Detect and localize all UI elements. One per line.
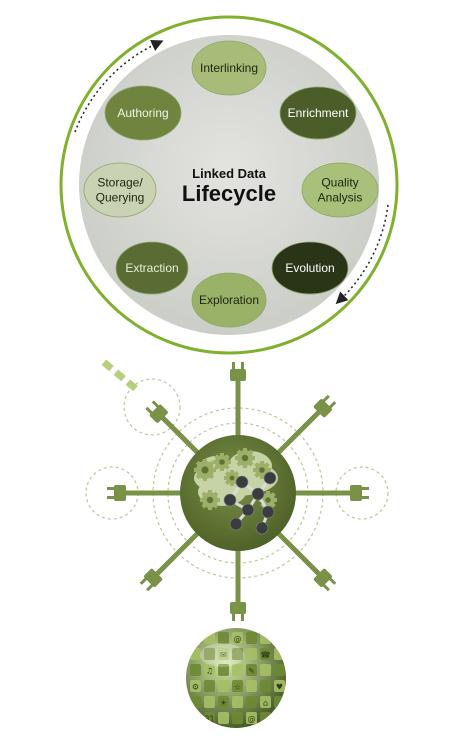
stage-authoring-label: Authoring [117, 106, 168, 120]
lifecycle-circle: Linked Data Lifecycle InterlinkingEnrich… [59, 15, 399, 355]
stage-quality-analysis-label: Analysis [318, 191, 363, 205]
globe-tile-glyph: ♥ [276, 683, 283, 692]
stage-interlinking-label: Interlinking [200, 61, 258, 75]
globe-tile-glyph: ⌂ [263, 699, 268, 708]
plug-left-icon [107, 485, 126, 501]
stage-authoring-bubble [104, 85, 182, 141]
plug-bottom-right-icon [313, 568, 337, 592]
app-globe: 31 @ M ✉ ☎ ♫ ✎ ⚙ ☆ ♥ ☀ ⌂ 31 @ [186, 628, 286, 728]
globe-tile-glyph: ✉ [220, 651, 227, 660]
plug-top-icon [230, 362, 246, 381]
lifecycle-title-line1: Linked Data [192, 166, 266, 181]
globe-tile-glyph: @ [248, 715, 256, 724]
cycle-arrow-top-left [74, 40, 164, 133]
molecule-icon [223, 471, 277, 535]
stage-evolution: Evolution [271, 241, 349, 295]
lifecycle-title-line2: Lifecycle [182, 181, 276, 206]
globe-tile-glyph: ♫ [206, 667, 213, 676]
stage-authoring: Authoring [104, 85, 182, 141]
stage-enrichment: Enrichment [279, 86, 357, 140]
stage-exploration-label: Exploration [199, 293, 259, 307]
globe-tile-glyph: ⚙ [192, 683, 199, 692]
stage-quality-analysis-bubble [301, 162, 379, 218]
globe-tile-glyph: ☀ [220, 699, 227, 708]
cycle-arrow-bottom-right [335, 204, 389, 305]
globe-tile-glyph: 31 [190, 635, 200, 644]
stage-interlinking: Interlinking [191, 40, 267, 96]
stage-evolution-bubble [271, 241, 349, 295]
globe-tile-glyph: M [276, 635, 283, 644]
stage-storage-querying: Storage/Querying [83, 162, 157, 218]
globe-tile-glyph: 31 [204, 715, 214, 724]
globe-tile-glyph: ☆ [234, 683, 241, 692]
plug-bottom-left-icon [139, 568, 163, 592]
globe-tile-glyph: ☎ [261, 651, 271, 660]
plug-right-icon [350, 485, 369, 501]
plug-dashed-circle-top-left [123, 378, 181, 436]
stage-extraction-bubble [115, 241, 189, 295]
stage-interlinking-bubble [191, 40, 267, 96]
plug-hub [85, 359, 389, 621]
stage-quality-analysis-label: Quality [321, 176, 358, 190]
stage-extraction: Extraction [115, 241, 189, 295]
globe-tile-glyph: ✎ [248, 667, 255, 676]
stage-enrichment-bubble [279, 86, 357, 140]
globe-tile-glyph: @ [234, 635, 242, 644]
stage-exploration: Exploration [191, 272, 267, 328]
stage-exploration-bubble [191, 272, 267, 328]
stage-storage-querying-label: Storage/ [97, 176, 143, 190]
plug-cable-icon [101, 359, 138, 392]
stage-evolution-label: Evolution [285, 261, 334, 275]
plug-top-right-icon [313, 394, 337, 418]
stage-extraction-label: Extraction [125, 261, 178, 275]
plug-bottom-icon [230, 602, 246, 621]
plug-dashed-circle-right [335, 466, 389, 520]
globe-highlight [200, 643, 244, 667]
stage-storage-querying-label: Querying [96, 191, 145, 205]
stage-storage-querying-bubble [83, 162, 157, 218]
stage-enrichment-label: Enrichment [288, 106, 349, 120]
plug-top-left-icon [145, 400, 168, 423]
